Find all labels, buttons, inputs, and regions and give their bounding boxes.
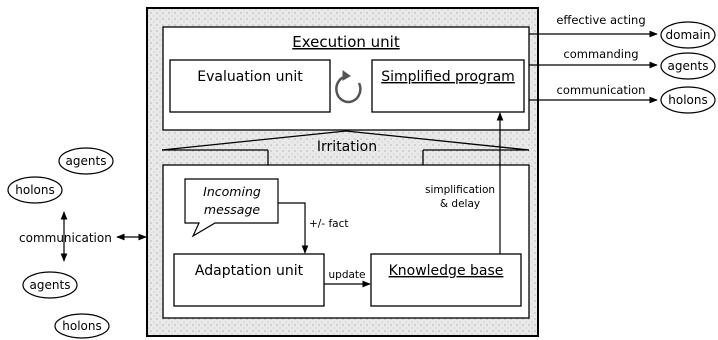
incoming-message-line1: Incoming (203, 184, 261, 199)
irritation-label: Irritation (317, 139, 377, 155)
execution-unit-title: Execution unit (292, 33, 400, 51)
evaluation-unit-box (169, 59, 331, 113)
holons-node-right-label: holons (668, 93, 707, 107)
agents-node-left-top (58, 147, 114, 175)
incoming-message-line2: message (204, 202, 260, 217)
holons-node-right (660, 86, 716, 114)
holons-node-left-top (7, 176, 63, 204)
update-label: update (329, 269, 366, 281)
holons-node-left-top-label: holons (15, 183, 54, 197)
simplification-label-line1: simplification (425, 184, 495, 196)
adaptation-unit-label: Adaptation unit (195, 263, 304, 279)
agents-node-left-bottom (22, 271, 78, 299)
agents-node-left-bottom-label: agents (30, 278, 71, 292)
fact-arrow (278, 202, 309, 254)
fact-label: +/- fact (309, 218, 348, 230)
agents-node-right-label: agents (668, 59, 709, 73)
cycle-arrow-icon (335, 70, 362, 104)
communication-out-label: communication (557, 83, 646, 97)
agents-node-left-top-label: agents (66, 154, 107, 168)
holons-node-left-bottom-label: holons (62, 319, 101, 333)
simplified-program-label: Simplified program (381, 69, 515, 85)
simplification-label-line2: & delay (440, 198, 480, 210)
knowledge-base-label: Knowledge base (389, 263, 504, 279)
holons-node-left-bottom (54, 313, 110, 339)
incoming-message-bubble (184, 178, 279, 238)
irritation-connector (161, 130, 530, 151)
adaptation-unit-box (173, 253, 325, 307)
communication-in-label: communication (19, 231, 112, 245)
knowledge-base-box (370, 253, 522, 307)
agents-node-right (660, 52, 716, 80)
evaluation-unit-label: Evaluation unit (197, 69, 303, 85)
domain-node (660, 21, 716, 49)
commanding-label: commanding (563, 47, 638, 61)
simplified-program-box (371, 59, 525, 113)
effective-acting-label: effective acting (556, 13, 645, 27)
domain-node-label: domain (666, 28, 711, 42)
